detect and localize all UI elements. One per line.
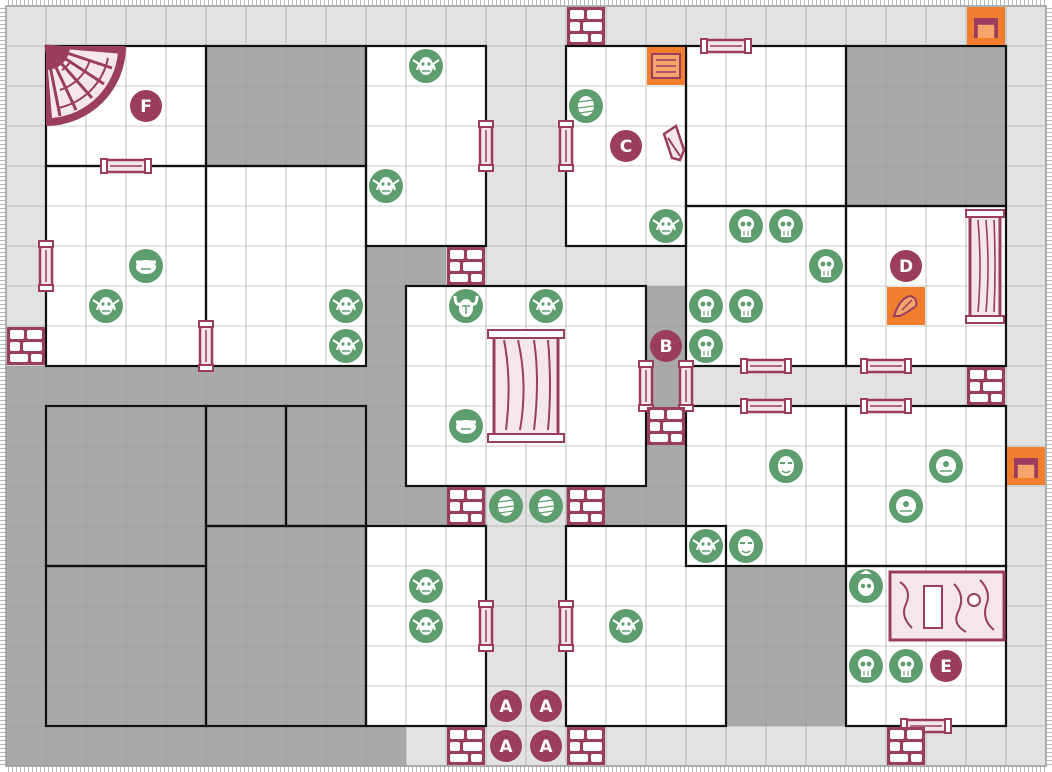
- monsters-layer: [89, 49, 963, 683]
- rubble-tile: [7, 327, 45, 365]
- spell-marker: [887, 287, 925, 325]
- scroll-marker: [647, 47, 685, 85]
- door-tile[interactable]: [740, 358, 792, 374]
- skeleton-token[interactable]: [809, 249, 843, 283]
- door-tile[interactable]: [198, 320, 214, 372]
- rubble-tile: [647, 407, 685, 445]
- marker-d: D: [890, 250, 922, 282]
- doors-layer: [38, 38, 952, 734]
- door-tile[interactable]: [558, 600, 574, 652]
- skeleton-token[interactable]: [769, 209, 803, 243]
- orc-token[interactable]: [369, 169, 403, 203]
- orc-token[interactable]: [609, 609, 643, 643]
- marker-a3: A: [490, 730, 522, 762]
- alchemist-bench-tile: [888, 570, 1006, 642]
- mummy-token[interactable]: [489, 489, 523, 523]
- furniture-layer: [44, 44, 1006, 642]
- door-tile[interactable]: [478, 600, 494, 652]
- marker-a1: A: [490, 690, 522, 722]
- rubble-tile: [447, 487, 485, 525]
- dread-warrior-token[interactable]: [849, 569, 883, 603]
- mummy-token[interactable]: [569, 89, 603, 123]
- rubble-tile: [447, 247, 485, 285]
- orc-token[interactable]: [649, 209, 683, 243]
- ruler-right: [1046, 6, 1052, 766]
- room-wall: [844, 204, 1008, 368]
- chaos-warrior-token[interactable]: [449, 289, 483, 323]
- marker-a2: A: [530, 690, 562, 722]
- stairs-marker: [1007, 447, 1045, 485]
- rubble-tile: [447, 727, 485, 765]
- fimir-token[interactable]: [929, 449, 963, 483]
- orc-token[interactable]: [529, 289, 563, 323]
- marker-label: C: [620, 137, 632, 157]
- table-tile: [487, 329, 565, 443]
- skeleton-token[interactable]: [689, 289, 723, 323]
- orc-token[interactable]: [89, 289, 123, 323]
- marker-label: A: [499, 697, 513, 717]
- board-border: [5, 5, 1047, 767]
- fimir-token[interactable]: [889, 489, 923, 523]
- marker-label: E: [940, 657, 952, 677]
- bookcase-tile: [965, 209, 1005, 324]
- marker-label: A: [499, 737, 513, 757]
- door-tile[interactable]: [860, 398, 912, 414]
- door-tile[interactable]: [860, 358, 912, 374]
- room-wall: [204, 524, 368, 728]
- rubble-tile: [567, 7, 605, 45]
- rubble-tile: [567, 727, 605, 765]
- skeleton-token[interactable]: [729, 209, 763, 243]
- orc-token[interactable]: [409, 569, 443, 603]
- zombie-token[interactable]: [729, 529, 763, 563]
- goblin-token[interactable]: [449, 409, 483, 443]
- rubble-layer: [7, 7, 1005, 765]
- marker-label: B: [660, 337, 673, 357]
- door-tile[interactable]: [478, 120, 494, 172]
- rubble-tile: [887, 727, 925, 765]
- marker-label: A: [539, 737, 553, 757]
- door-tile[interactable]: [700, 38, 752, 54]
- marker-f: F: [130, 90, 162, 122]
- marker-label: F: [140, 97, 152, 117]
- skeleton-token[interactable]: [729, 289, 763, 323]
- orc-token[interactable]: [329, 329, 363, 363]
- skeleton-token[interactable]: [889, 649, 923, 683]
- door-tile[interactable]: [38, 240, 54, 292]
- marker-c: C: [610, 130, 642, 162]
- orc-token[interactable]: [329, 289, 363, 323]
- door-tile[interactable]: [678, 360, 694, 412]
- skeleton-token[interactable]: [689, 329, 723, 363]
- rubble-tile: [567, 487, 605, 525]
- orange-tiles-layer: [647, 7, 1045, 485]
- marker-a4: A: [530, 730, 562, 762]
- solid-area: [406, 246, 446, 286]
- zombie-token[interactable]: [769, 449, 803, 483]
- ruler-bottom: [6, 766, 1046, 772]
- solid-area: [366, 246, 406, 526]
- skeleton-token[interactable]: [849, 649, 883, 683]
- marker-e: E: [930, 650, 962, 682]
- ruler-left: [0, 6, 6, 766]
- marker-label: A: [539, 697, 553, 717]
- stairs-marker: [967, 7, 1005, 45]
- orc-token[interactable]: [689, 529, 723, 563]
- door-tile[interactable]: [558, 120, 574, 172]
- marker-b: B: [650, 330, 682, 362]
- door-tile[interactable]: [638, 360, 654, 412]
- orc-token[interactable]: [409, 49, 443, 83]
- marker-label: D: [899, 257, 913, 277]
- weapons-rack-tile: [662, 124, 686, 162]
- throne-stair-tile: [44, 44, 126, 126]
- mummy-token[interactable]: [529, 489, 563, 523]
- orc-token[interactable]: [409, 609, 443, 643]
- door-tile[interactable]: [740, 398, 792, 414]
- door-tile[interactable]: [100, 158, 152, 174]
- rubble-tile: [967, 367, 1005, 405]
- ruler-top: [6, 0, 1046, 6]
- goblin-token[interactable]: [129, 249, 163, 283]
